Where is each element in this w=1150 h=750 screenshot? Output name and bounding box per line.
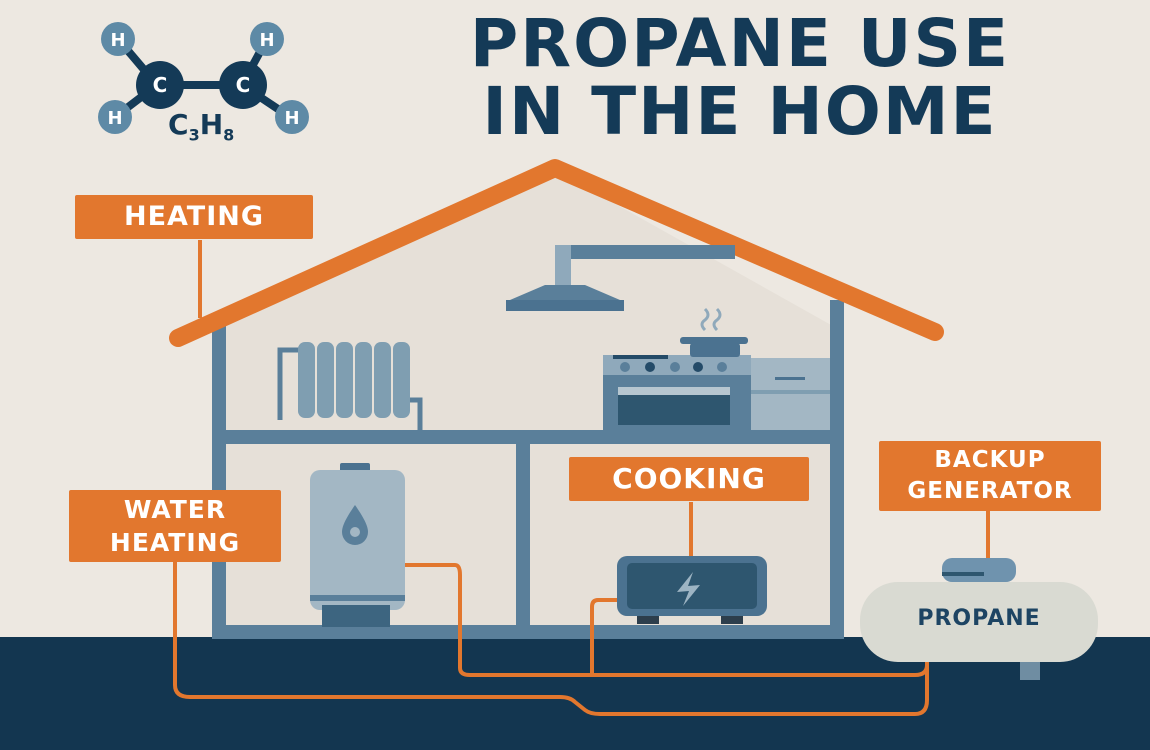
- formula-hydrogen-count: 8: [223, 125, 235, 145]
- formula-carbon: C: [168, 108, 189, 141]
- backup-generator-label-line-2: GENERATOR: [907, 478, 1073, 504]
- chemical-formula: C3H8: [168, 108, 234, 145]
- page-title: PROPANE USE IN THE HOME: [400, 10, 1080, 146]
- water-heater-icon: [310, 463, 405, 627]
- propane-tank-icon: [860, 558, 1098, 680]
- water-heating-label-line-1: WATER: [123, 495, 227, 524]
- stove-icon: [603, 307, 751, 433]
- svg-text:H: H: [284, 108, 299, 129]
- radiator-icon: [277, 342, 423, 432]
- title-line-2: IN THE HOME: [482, 73, 998, 150]
- svg-text:H: H: [107, 108, 122, 129]
- water-heating-label: WATER HEATING: [69, 490, 281, 562]
- formula-carbon-count: 3: [188, 125, 200, 145]
- title-line-1: PROPANE USE: [469, 5, 1011, 82]
- svg-text:C: C: [236, 73, 251, 97]
- propane-molecule-icon: H H H H C C: [98, 22, 309, 134]
- svg-text:H: H: [259, 30, 274, 51]
- backup-generator-label: BACKUP GENERATOR: [879, 441, 1101, 511]
- svg-text:H: H: [110, 30, 125, 51]
- formula-hydrogen: H: [199, 108, 224, 141]
- propane-tank-label: PROPANE: [917, 606, 1041, 631]
- water-heating-label-line-2: HEATING: [109, 528, 241, 557]
- backup-generator-label-line-1: BACKUP: [934, 447, 1046, 473]
- cooking-label: COOKING: [569, 457, 809, 501]
- generator-icon: [617, 556, 767, 624]
- svg-text:C: C: [153, 73, 168, 97]
- heating-label: HEATING: [75, 195, 313, 239]
